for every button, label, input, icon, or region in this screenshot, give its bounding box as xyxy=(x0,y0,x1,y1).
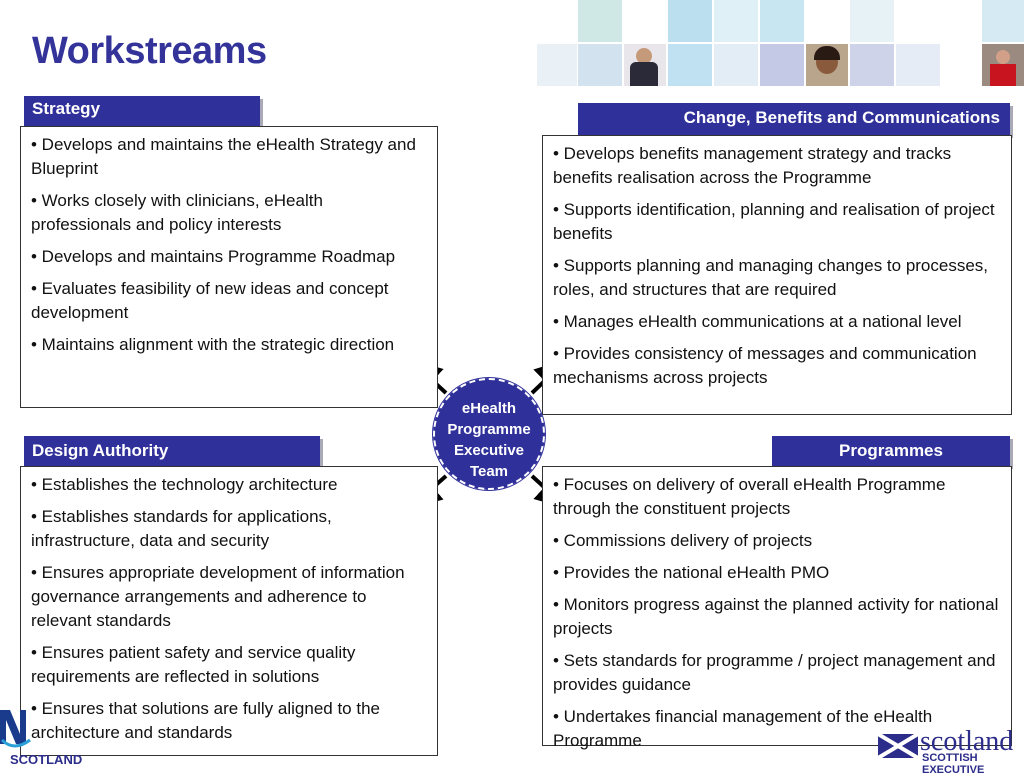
scottish-executive-wordmark: scotland xyxy=(920,726,1014,757)
programmes-item: • Sets standards for programme / project… xyxy=(553,651,996,694)
programmes-tab: Programmes xyxy=(772,436,1010,466)
design-item: • Ensures appropriate development of inf… xyxy=(31,563,405,630)
hub-label-line: eHealth xyxy=(461,400,517,417)
programmes-item: • Undertakes financial management of the… xyxy=(553,707,933,750)
change-item: • Provides consistency of messages and c… xyxy=(553,344,977,387)
design-tab: Design Authority xyxy=(24,436,320,466)
change-item: • Develops benefits management strategy … xyxy=(553,144,952,187)
hub-label-line: Executive xyxy=(453,442,525,459)
hub-label-line: Team xyxy=(469,463,509,480)
programmes-item: • Commissions delivery of projects xyxy=(553,531,813,550)
change-tab: Change, Benefits and Communications xyxy=(578,103,1010,135)
scottish-executive-text: SCOTTISH EXECUTIVE xyxy=(922,752,985,776)
change-panel: • Develops benefits management strategy … xyxy=(542,135,1012,415)
nhs-scotland-text: SCOTLAND xyxy=(10,752,83,767)
change-item: • Manages eHealth communications at a na… xyxy=(553,312,962,331)
design-item: • Establishes standards for applications… xyxy=(31,507,332,550)
strategy-tab: Strategy xyxy=(24,96,260,126)
change-item: • Supports planning and managing changes… xyxy=(553,256,989,299)
design-item: • Ensures that solutions are fully align… xyxy=(31,699,380,742)
strategy-item: • Maintains alignment with the strategic… xyxy=(31,335,395,354)
design-item: • Establishes the technology architectur… xyxy=(31,475,338,494)
design-panel: • Establishes the technology architectur… xyxy=(20,466,438,756)
programmes-panel: • Focuses on delivery of overall eHealth… xyxy=(542,466,1012,750)
change-item: • Supports identification, planning and … xyxy=(553,200,995,243)
photo-woman-speaking xyxy=(624,44,666,86)
photo-person-right xyxy=(982,44,1024,86)
design-item: • Ensures patient safety and service qua… xyxy=(31,643,356,686)
programmes-item: • Monitors progress against the planned … xyxy=(553,595,999,638)
saltire-flag-icon xyxy=(876,732,920,760)
programmes-item: • Provides the national eHealth PMO xyxy=(553,563,830,582)
nhs-logo-icon xyxy=(0,710,31,748)
strategy-item: • Develops and maintains the eHealth Str… xyxy=(31,135,416,178)
photo-woman-smiling xyxy=(806,44,848,86)
hub-circle xyxy=(432,377,546,491)
strategy-item: • Works closely with clinicians, eHealth… xyxy=(31,191,323,234)
strategy-item: • Evaluates feasibility of new ideas and… xyxy=(31,279,389,322)
strategy-item: • Develops and maintains Programme Roadm… xyxy=(31,247,396,266)
hub-label: eHealth Programme Executive Team xyxy=(425,398,553,482)
programmes-item: • Focuses on delivery of overall eHealth… xyxy=(553,475,946,518)
page-title: Workstreams xyxy=(32,30,267,72)
hub-label-line: Programme xyxy=(447,421,531,438)
strategy-panel: • Develops and maintains the eHealth Str… xyxy=(20,126,438,408)
